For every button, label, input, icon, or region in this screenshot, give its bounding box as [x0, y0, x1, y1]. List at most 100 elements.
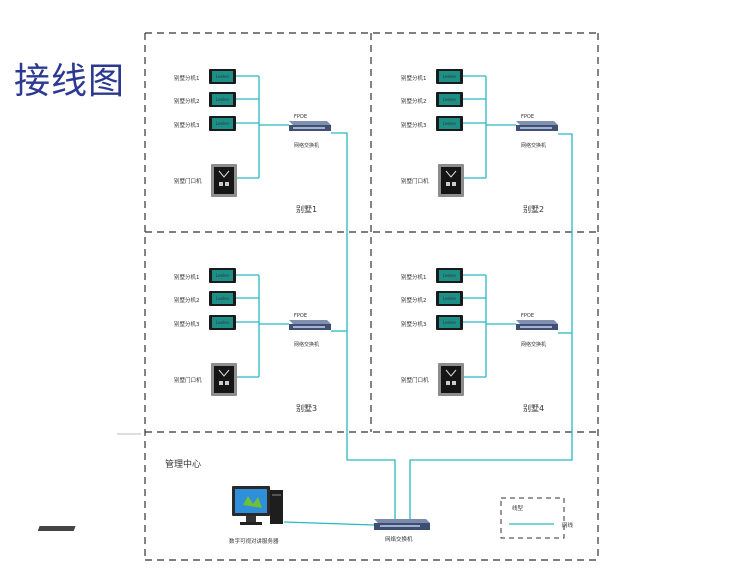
indoor-unit-screen-text: Leelen [443, 296, 457, 301]
poe-switch-ports [293, 326, 325, 328]
indoor-unit-screen-text: Leelen [443, 273, 457, 278]
indoor-unit-screen-text: Leelen [216, 320, 230, 325]
door-station-key [452, 381, 456, 385]
poe-switch-ports [520, 127, 552, 129]
central-switch-icon [374, 519, 430, 530]
indoor-unit-screen-text: Leelen [443, 97, 457, 102]
villa-name: 别墅4 [523, 403, 544, 413]
indoor-unit-label: 别墅分机3 [401, 121, 427, 129]
poe-switch-top [289, 320, 331, 324]
legend-title: 线型 [512, 504, 524, 512]
poe-switch-label: 网络交换机 [294, 341, 319, 348]
switch-top [374, 519, 430, 523]
indoor-unit-screen-text: Leelen [443, 74, 457, 79]
server-label: 数字可视对讲服务器 [229, 537, 279, 545]
poe-label: FPOE [294, 313, 307, 319]
door-station-panel [441, 366, 461, 393]
central-switch-label: 网络交换机 [385, 535, 413, 543]
door-station-panel [214, 167, 234, 194]
door-station-panel [441, 167, 461, 194]
poe-switch-label: 网络交换机 [294, 142, 319, 149]
poe-switch-ports [520, 326, 552, 328]
indoor-unit-screen [439, 270, 460, 281]
door-station-camera [218, 170, 230, 178]
poe-label: FPOE [294, 114, 307, 120]
page-title: 接线图 [14, 61, 126, 102]
indoor-unit-screen-text: Leelen [443, 121, 457, 126]
door-station-key [225, 182, 229, 186]
door-station-key [219, 182, 223, 186]
door-station-key [225, 381, 229, 385]
door-station-camera [445, 170, 457, 178]
indoor-unit-screen-text: Leelen [216, 74, 230, 79]
indoor-unit-screen [439, 317, 460, 328]
villa-name: 别墅2 [523, 204, 544, 214]
poe-label: FPOE [521, 114, 534, 120]
door-station-key [446, 381, 450, 385]
legend-box [500, 497, 565, 539]
villa-name: 别墅1 [296, 204, 317, 214]
villa-name: 别墅3 [296, 403, 317, 413]
monitor-base [240, 522, 262, 525]
indoor-unit-screen-text: Leelen [216, 97, 230, 102]
indoor-unit-label: 别墅分机3 [174, 121, 200, 129]
indoor-unit-label: 别墅分机2 [174, 97, 200, 105]
door-station-label: 别墅门口机 [401, 376, 429, 384]
poe-switch-top [289, 121, 331, 125]
indoor-unit-screen [439, 118, 460, 129]
trunk-wires [283, 132, 573, 526]
indoor-unit-label: 别墅分机2 [401, 296, 427, 304]
indoor-unit-label: 别墅分机1 [174, 74, 200, 82]
indoor-unit-label: 别墅分机2 [174, 296, 200, 304]
indoor-unit-screen [212, 317, 233, 328]
monitor-wallpaper [243, 496, 262, 508]
indoor-unit-screen [212, 94, 233, 105]
door-station-label: 别墅门口机 [174, 376, 202, 384]
poe-switch-top [516, 121, 558, 125]
indoor-unit-screen-text: Leelen [216, 296, 230, 301]
indoor-unit-screen-text: Leelen [443, 320, 457, 325]
indoor-unit-screen [212, 71, 233, 82]
trunk-wire [409, 133, 573, 519]
indoor-unit-screen-text: Leelen [216, 121, 230, 126]
poe-switch-top [516, 320, 558, 324]
indoor-unit-label: 别墅分机1 [401, 74, 427, 82]
poe-switch-label: 网络交换机 [521, 341, 546, 348]
indoor-unit-screen [212, 118, 233, 129]
switch-ports [380, 525, 420, 527]
legend: 线型 网线 [500, 497, 574, 539]
indoor-unit-label: 别墅分机1 [174, 273, 200, 281]
server-link-wire [283, 521, 375, 526]
door-station-key [452, 182, 456, 186]
indoor-unit-screen [439, 94, 460, 105]
trunk-wire [331, 132, 396, 519]
door-station-key [219, 381, 223, 385]
legend-wire-label: 网线 [562, 521, 574, 529]
indoor-unit-screen-text: Leelen [216, 273, 230, 278]
indoor-unit-label: 别墅分机3 [174, 320, 200, 328]
poe-switch-ports [293, 127, 325, 129]
indoor-unit-screen [439, 71, 460, 82]
indoor-unit-label: 别墅分机1 [401, 273, 427, 281]
pc-tower [270, 490, 283, 524]
server-computer-icon [37, 486, 283, 531]
indoor-unit-screen [212, 293, 233, 304]
management-center: 管理中心 数字可视对讲服务器 网络交换机 [37, 458, 430, 545]
indoor-unit-label: 别墅分机2 [401, 97, 427, 105]
frame [144, 32, 600, 561]
poe-label: FPOE [521, 313, 534, 319]
door-station-key [446, 182, 450, 186]
pc-tower-slot [272, 494, 281, 496]
poe-switch-label: 网络交换机 [521, 142, 546, 149]
door-station-label: 别墅门口机 [401, 177, 429, 185]
indoor-unit-screen [212, 270, 233, 281]
monitor-stand [246, 516, 256, 522]
mgmt-title: 管理中心 [165, 458, 201, 470]
door-station-panel [214, 366, 234, 393]
